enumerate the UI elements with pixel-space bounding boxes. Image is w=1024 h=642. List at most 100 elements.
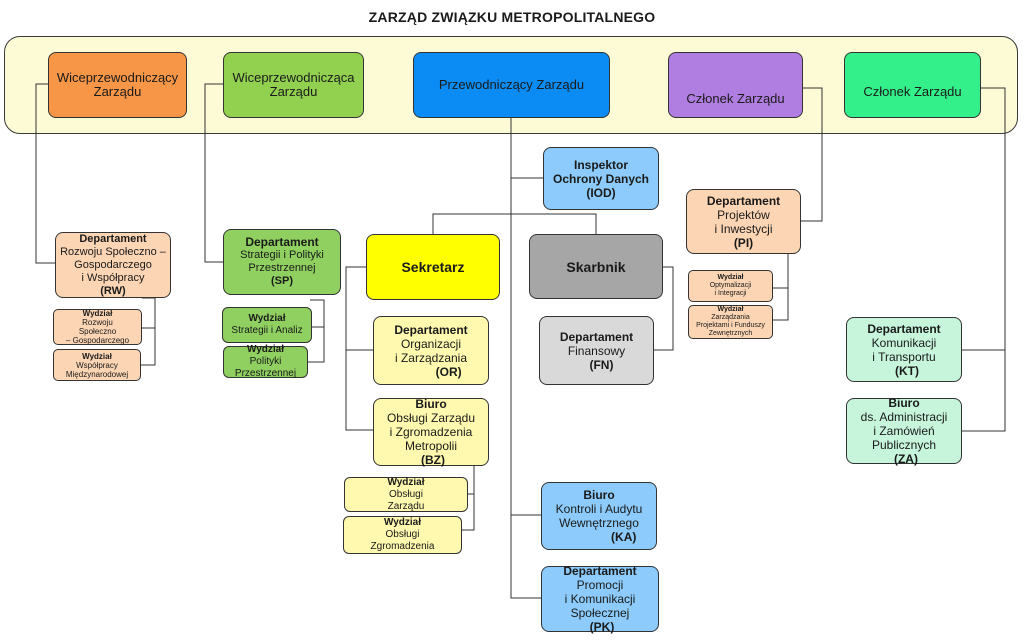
board-member-1-label: Członek Zarządu	[686, 91, 785, 106]
biuro-bz-line1: Obsługi Zarządu	[386, 411, 476, 425]
wydzial-pi-1-line2: i Integracji	[714, 290, 747, 297]
board-member-1-box: Członek Zarządu	[668, 52, 803, 118]
biuro-bz-box: Biuro Obsługi Zarządu i Zgromadzenia Met…	[373, 397, 489, 467]
wydzial-rw-1-line3: – Gospodarczego	[65, 336, 130, 345]
department-rw-line1: Rozwoju Społeczno –	[60, 245, 166, 258]
iod-line2: Ochrony Danych	[552, 171, 650, 186]
sekretarz-label: Sekretarz	[401, 259, 465, 275]
department-or-line1: Organizacji	[400, 336, 461, 351]
department-or-head: Departament	[394, 322, 468, 337]
wydzial-pi-2-line1: Zarządzania	[711, 314, 750, 321]
wydzial-rw-1-line2: Społeczno	[78, 327, 117, 336]
wydzial-pi-1-line1: Optymalizacji	[709, 282, 752, 289]
wydzial-bz-1-line1: Obsługi	[389, 488, 423, 500]
biuro-ka-code: (KA)	[611, 530, 637, 544]
department-fn-line1: Finansowy	[567, 343, 626, 358]
department-kt-line1: Komunikacji	[871, 335, 937, 350]
department-rw-code: (RW)	[100, 284, 126, 297]
biuro-ka-head: Biuro	[583, 488, 615, 502]
chart-title: ZARZĄD ZWIĄZKU METROPOLITALNEGO	[368, 9, 656, 25]
biuro-bz-head: Biuro	[415, 397, 447, 411]
department-sp-code: (SP)	[270, 275, 293, 287]
biuro-za-line1: ds. Administracji	[860, 410, 948, 424]
biuro-bz-code: (BZ)	[420, 453, 445, 467]
biuro-bz-line3: Metropolii	[404, 439, 457, 453]
department-pi-line2: i Inwestycji	[714, 221, 773, 236]
skarbnik-box: Skarbnik	[529, 234, 663, 299]
department-fn-code: (FN)	[589, 357, 614, 372]
department-or-code: (OR)	[435, 364, 462, 379]
department-sp-head: Departament	[245, 235, 319, 249]
wydzial-rw-2-line2: Międzynarodowej	[65, 369, 129, 379]
department-pi-line1: Projektów	[717, 207, 770, 222]
chair-box: Przewodniczący Zarządu	[413, 52, 610, 118]
department-pk-box: Departament Promocji i Komunikacji Społe…	[541, 564, 659, 634]
department-rw-line2: Gospodarczego	[74, 258, 152, 271]
department-rw-line3: i Współpracy	[81, 271, 145, 284]
department-kt-head: Departament	[867, 321, 941, 336]
biuro-za-line2: i Zamówień	[873, 424, 935, 438]
department-kt-code: (KT)	[894, 363, 919, 378]
biuro-za-box: Biuro ds. Administracji i Zamówień Publi…	[846, 396, 962, 466]
wydzial-sp-1-head: Wydział	[248, 313, 286, 324]
department-kt-box: Departament Komunikacji i Transportu (KT…	[846, 317, 962, 382]
department-or-line2: i Zarządzania	[394, 350, 468, 365]
wydzial-bz-2-line1: Obsługi	[385, 529, 420, 540]
department-pk-code: (PK)	[589, 620, 615, 634]
biuro-ka-box: Biuro Kontroli i Audytu Wewnętrznego (KA…	[541, 482, 657, 550]
biuro-za-line3: Publicznych	[871, 438, 936, 452]
wydzial-rw-2-line1: Współpracy	[76, 360, 118, 370]
board-member-2-box: Członek Zarządu	[844, 52, 981, 118]
wydzial-sp-2-head: Wydział	[246, 344, 285, 355]
department-rw-head: Departament	[79, 232, 147, 245]
vice-chair-2-line1: Wiceprzewodnicząca	[232, 70, 355, 85]
wydzial-sp-2-line1: Polityki	[249, 356, 282, 367]
department-sp-line1: Strategii i Polityki	[240, 249, 324, 261]
department-sp-box: Departament Strategii i Polityki Przestr…	[223, 229, 341, 295]
wydzial-pi-2-line3: Zewnętrznych	[708, 330, 753, 337]
wydzial-bz-1-head: Wydział	[387, 476, 425, 488]
vice-chair-1-line1: Wiceprzewodniczący	[56, 70, 179, 85]
wydzial-sp-1-line1: Strategii i Analiz	[231, 325, 303, 336]
department-pk-line3: Społecznej	[570, 606, 630, 620]
department-fn-box: Departament Finansowy (FN)	[539, 316, 654, 385]
wydzial-pi-1-head: Wydział	[717, 274, 744, 281]
biuro-bz-line2: i Zgromadzenia	[389, 425, 473, 439]
wydzial-bz-2-line2: Zgromadzenia	[370, 541, 435, 552]
vice-chair-2-line2: Zarządu	[269, 84, 318, 99]
board-member-2-label: Członek Zarządu	[863, 84, 962, 99]
biuro-za-head: Biuro	[888, 396, 920, 410]
department-rw-box: Departament Rozwoju Społeczno – Gospodar…	[55, 232, 171, 298]
department-pi-head: Departament	[706, 193, 781, 208]
wydzial-bz-1-line2: Zarządu	[387, 500, 425, 512]
wydzial-pi-2-line2: Projektami i Funduszy	[696, 322, 765, 329]
department-pi-box: Departament Projektów i Inwestycji (PI)	[686, 189, 801, 254]
wydzial-rw-1-head: Wydział	[82, 309, 113, 318]
department-sp-line2: Przestrzennej	[248, 262, 316, 274]
biuro-za-code: (ZA)	[893, 452, 918, 466]
wydzial-rw-1-line1: Rozwoju	[82, 318, 113, 327]
department-pk-line2: i Komunikacji	[564, 592, 636, 606]
department-or-box: Departament Organizacji i Zarządzania (O…	[373, 316, 489, 385]
department-fn-head: Departament	[559, 329, 634, 344]
wydzial-bz-2-head: Wydział	[383, 517, 422, 528]
sekretarz-box: Sekretarz	[366, 234, 500, 300]
department-pk-line1: Promocji	[576, 578, 624, 592]
department-pi-code: (PI)	[733, 235, 754, 250]
department-pk-head: Departament	[563, 564, 637, 578]
skarbnik-label: Skarbnik	[566, 258, 626, 275]
biuro-ka-line1: Kontroli i Audytu	[555, 502, 643, 516]
iod-line3: (IOD)	[586, 185, 616, 200]
wydzial-rw-2-head: Wydział	[82, 351, 112, 361]
chair-label: Przewodniczący Zarządu	[438, 77, 585, 92]
wydzial-pi-2-head: Wydział	[717, 306, 744, 313]
